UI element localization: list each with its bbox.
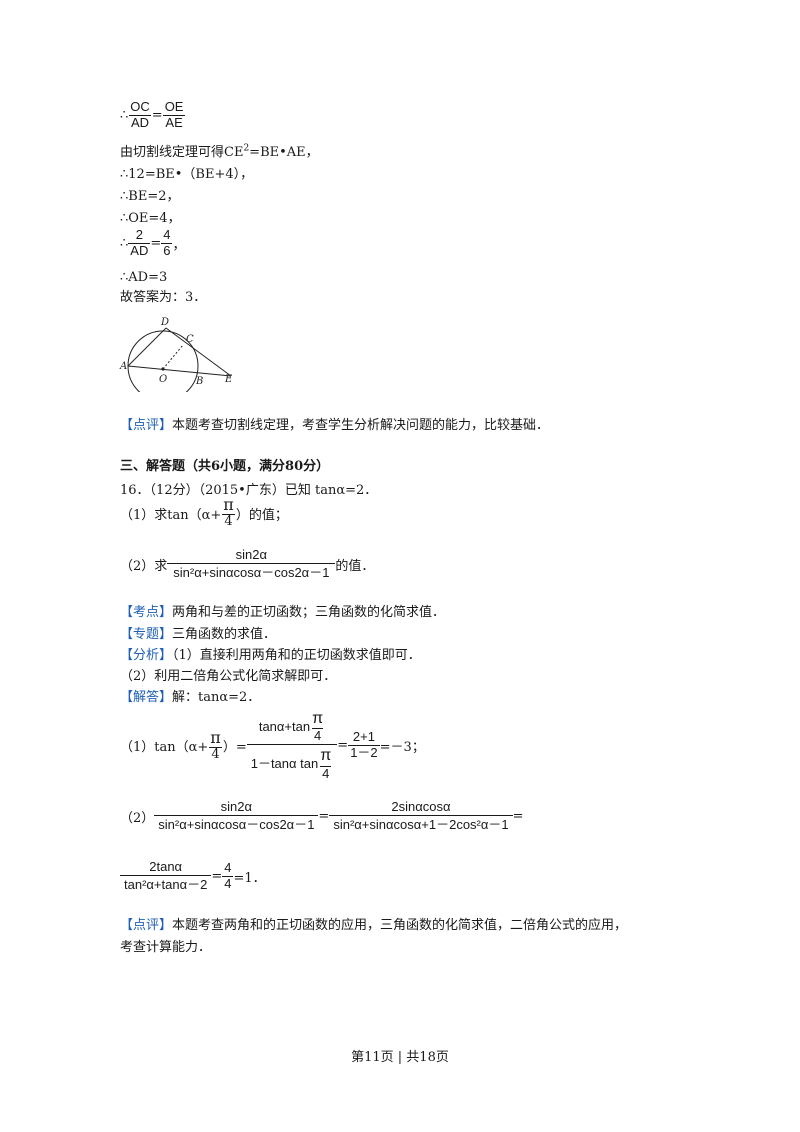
solution-part-2: （2） sin2α sin²α+sinαcosα－cos2α－1 = 2sinα… [120,799,524,833]
circle-tangent-figure: D C A O B E [119,317,233,392]
solution-line: ∴OE=4， [120,211,181,226]
label-e: E [224,374,233,385]
comment-tag: 【点评】 [120,418,173,433]
question-16-part-2: （2）求 sin2α sin²α+sinαcosα－cos2α－1 的值． [120,547,375,581]
answer-line: 故答案为：3． [120,290,207,305]
label-c: C [186,334,194,345]
fenxi-line: 【分析】（1）直接利用两角和的正切函数求值即可． [120,648,421,663]
jieda-line: 【解答】解：tanα=2． [120,690,261,705]
comment-1: 【点评】本题考查切割线定理，考查学生分析解决问题的能力，比较基础． [120,418,550,433]
ratio-equation-1: ∴ OC AD = OE AE [120,99,185,130]
question-16-intro: 16．（12分）（2015•广东）已知 tanα=2． [120,483,378,498]
line-d-e [165,327,232,377]
fenxi-line-2: （2）利用二倍角公式化简求解即可． [120,669,337,684]
ratio-equation-2: ∴ 2 AD = 4 6 ， [120,227,186,258]
fraction-oc-ad: OC AD [129,99,152,130]
fraction-tan-form: 2tanα tan²α+tanα－2 [120,859,212,893]
solution-line: ∴AD=3 [120,270,168,285]
fraction-pi-4: π 4 [222,495,235,530]
question-16-part-1: （1）求tan（α+ π 4 ）的值； [120,495,288,530]
fraction-4-4: 4 4 [222,860,234,891]
center-point [161,367,165,371]
comment-tag: 【点评】 [120,918,173,933]
line-a-e [127,365,232,377]
zhuanti-line: 【专题】三角函数的求值． [120,627,277,642]
comment-2: 【点评】本题考查两角和的正切函数的应用，三角函数的化简求值，二倍角公式的应用， [120,918,628,933]
comment-2-line-2: 考查计算能力． [120,940,212,955]
fraction-double-angle: 2sinαcosα sin²α+sinαcosα+1－2cos²α－1 [329,799,513,833]
page-footer: 第11页 | 共18页 [351,1050,449,1065]
fraction-2-ad: 2 AD [128,227,151,258]
label-b: B [195,376,203,387]
fraction-4-6: 4 6 [161,227,173,258]
section-heading: 三、解答题（共6小题，满分80分） [120,459,330,474]
fraction-numeric: 2+1 1－2 [348,729,380,761]
solution-part-2-continued: 2tanα tan²α+tanα－2 = 4 4 =1． [120,859,266,893]
solution-line: ∴BE=2， [120,189,180,204]
label-a: A [119,361,127,372]
solution-line: ∴12=BE•（BE+4）， [120,167,254,182]
fraction-oe-ae: OE AE [163,99,185,130]
fraction-pi-4: π 4 [209,727,222,763]
question-fraction: sin2α sin²α+sinαcosα－cos2α－1 [167,547,336,581]
label-o: O [159,374,167,385]
kaodian-line: 【考点】两角和与差的正切函数；三角函数的化简求值． [120,605,446,620]
secant-theorem-line: 由切割线定理可得CE2=BE•AE， [120,143,319,160]
line-a-d [127,327,167,367]
line-o-c-dashed [162,344,184,370]
label-d: D [160,317,169,328]
fraction-original: sin2α sin²α+sinαcosα－cos2α－1 [154,799,319,833]
